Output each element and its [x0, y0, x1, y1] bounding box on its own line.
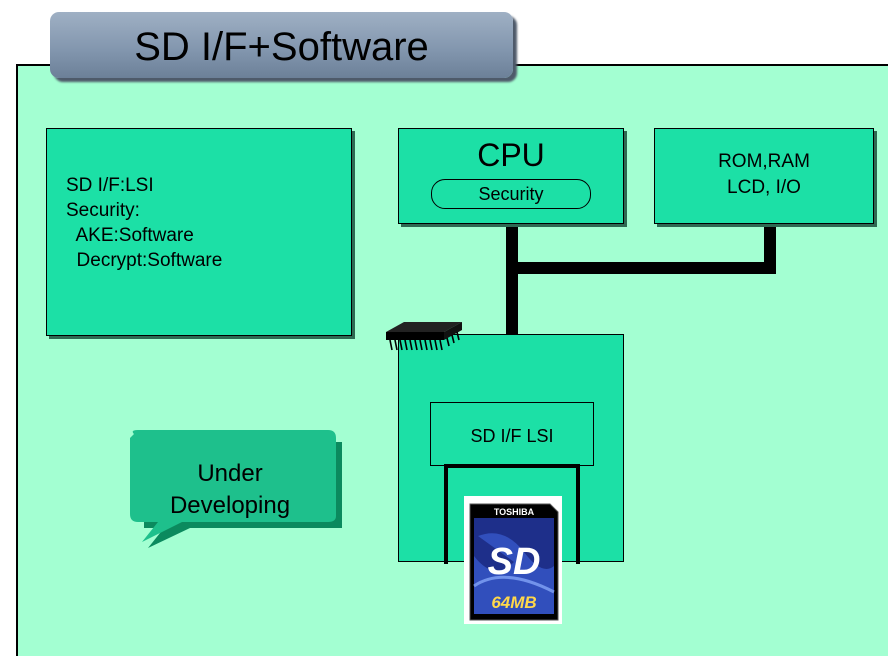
description-line: AKE:Software: [66, 225, 194, 246]
description-line: SD I/F:LSI: [66, 175, 154, 196]
bubble-text: Under Developing: [130, 458, 330, 522]
memory-label: ROM,RAM: [718, 151, 810, 172]
memory-io-text: ROM,RAM LCD, I/O: [655, 149, 873, 201]
sd-card-brand: TOSHIBA: [494, 507, 535, 517]
page-title: SD I/F+Software: [134, 25, 429, 69]
bus-rom-vertical: [764, 222, 776, 274]
description-text: SD I/F:LSI Security: AKE:Software Decryp…: [66, 173, 222, 273]
description-line: Decrypt:Software: [66, 250, 223, 271]
bus-cpu-vertical: [506, 222, 518, 340]
bus-horizontal: [506, 262, 776, 274]
security-pill: Security: [431, 179, 591, 209]
chip-icon: [386, 322, 462, 351]
sd-lsi-label: SD I/F LSI: [470, 426, 554, 446]
speech-bubble: [130, 430, 342, 548]
bubble-line-1: Under: [197, 460, 263, 487]
slot-left-line: [444, 464, 448, 564]
cpu-box: CPU Security: [398, 128, 624, 224]
sd-card-capacity: 64MB: [491, 593, 536, 612]
io-label: LCD, I/O: [727, 177, 801, 198]
sd-card-logo: SD: [488, 541, 541, 583]
slot-top-line: [444, 464, 580, 468]
slot-right-line: [576, 464, 580, 564]
title-tab: SD I/F+Software: [50, 12, 513, 78]
sd-lsi-box: SD I/F LSI: [430, 402, 594, 466]
cpu-label: CPU: [477, 137, 545, 173]
description-box: SD I/F:LSI Security: AKE:Software Decryp…: [46, 128, 352, 336]
description-line: Security:: [66, 200, 140, 221]
sd-card-image: TOSHIBA SD 64MB: [464, 496, 562, 624]
bubble-line-2: Developing: [169, 492, 291, 519]
memory-io-box: ROM,RAM LCD, I/O: [654, 128, 874, 224]
